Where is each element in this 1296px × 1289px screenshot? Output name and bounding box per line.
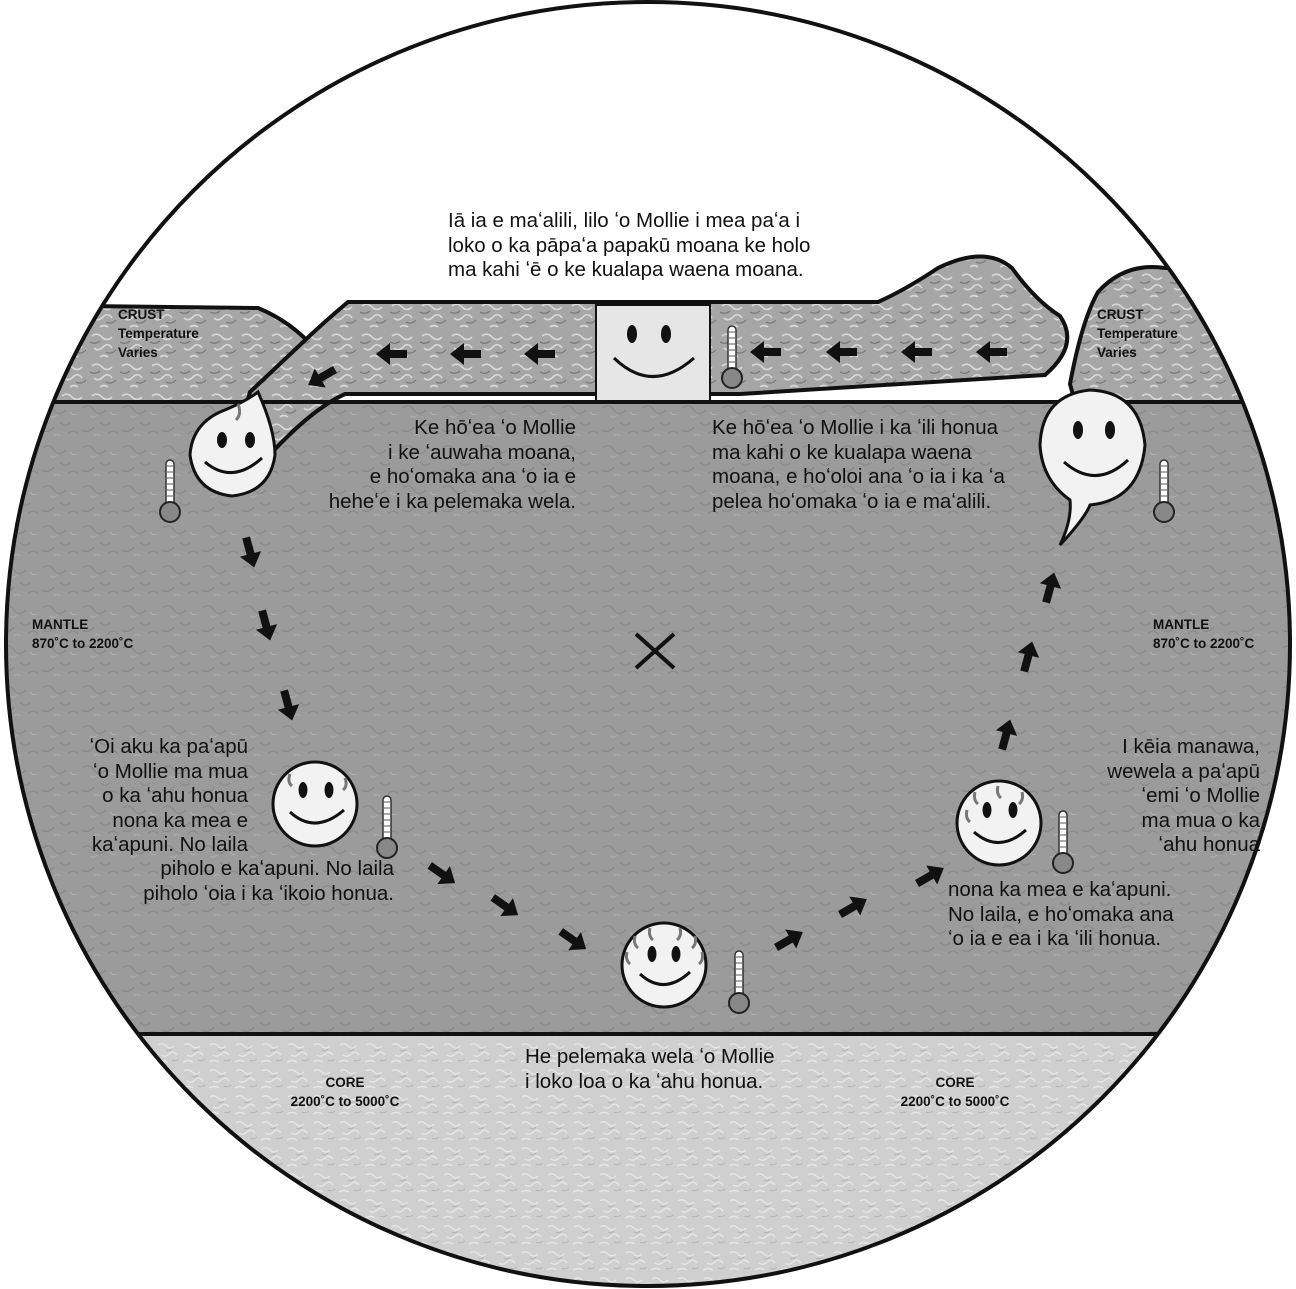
mantle-label-range: 870˚C to 2200˚C: [1153, 634, 1254, 653]
core-label-title: CORE: [880, 1073, 1030, 1092]
crust-label-right: CRUST Temperature Varies: [1097, 305, 1178, 362]
caption-line: Iā ia e maʻalili, lilo ʻo Mollie i mea p…: [448, 209, 810, 234]
caption-line: ma kahi o ke kualapa waena: [712, 441, 1005, 466]
caption-line: pelea hoʻomaka ʻo ia e maʻalili.: [712, 490, 1005, 515]
caption-line: ma mua o ka: [1060, 809, 1260, 834]
crust-label-line: Varies: [1097, 343, 1178, 362]
crust-label-title: CRUST: [118, 305, 199, 324]
crust-label-title: CRUST: [1097, 305, 1178, 324]
caption-right-continued: nona ka mea e kaʻapuni. No laila, e hoʻo…: [948, 878, 1174, 952]
mantle-label-title: MANTLE: [1153, 615, 1254, 634]
smiley-face-icon: [957, 781, 1041, 865]
mantle-label-right: MANTLE 870˚C to 2200˚C: [1153, 615, 1254, 653]
caption-upper-right: Ke hōʻea ʻo Mollie i ka ʻili honua ma ka…: [712, 416, 1005, 514]
crust-label-line: Temperature: [118, 324, 199, 343]
caption-line: i loko loa o ka ʻahu honua.: [525, 1070, 775, 1095]
caption-line: No laila, e hoʻomaka ana: [948, 903, 1174, 928]
caption-upper-left: Ke hōʻea ʻo Mollie i ke ʻauwaha moana, e…: [320, 416, 576, 514]
caption-line: nona ka mea e: [30, 809, 248, 834]
mantle-label-range: 870˚C to 2200˚C: [32, 634, 133, 653]
caption-line: He pelemaka wela ʻo Mollie: [525, 1045, 775, 1070]
caption-line: ʻo ia e ea i ka ʻili honua.: [948, 927, 1174, 952]
caption-line: loko o ka pāpaʻa papakū moana ke holo: [448, 234, 810, 259]
caption-line: o ka ʻahu honua: [30, 784, 248, 809]
caption-line: ma kahi ʻē o ke kualapa waena moana.: [448, 258, 810, 283]
caption-line: ʻOi aku ka paʻapū: [30, 735, 248, 760]
caption-line: kaʻapuni. No laila: [30, 833, 248, 858]
caption-line: piholo e kaʻapuni. No laila: [60, 857, 394, 882]
core-label-range: 2200˚C to 5000˚C: [270, 1092, 420, 1111]
caption-line: ʻemi ʻo Mollie: [1060, 784, 1260, 809]
core-label-right: CORE 2200˚C to 5000˚C: [880, 1073, 1030, 1111]
caption-bottom: He pelemaka wela ʻo Mollie i loko loa o …: [525, 1045, 775, 1094]
caption-line: Ke hōʻea ʻo Mollie i ka ʻili honua: [712, 416, 1005, 441]
smiley-face-icon: [596, 305, 710, 401]
smiley-face-icon: [622, 923, 706, 1007]
caption-line: heheʻe i ka pelemaka wela.: [320, 490, 576, 515]
crust-label-left: CRUST Temperature Varies: [118, 305, 199, 362]
caption-line: moana, e hoʻoloi ana ʻo ia i ka ʻa: [712, 465, 1005, 490]
caption-line: Ke hōʻea ʻo Mollie: [320, 416, 576, 441]
caption-top: Iā ia e maʻalili, lilo ʻo Mollie i mea p…: [448, 209, 810, 283]
caption-line: nona ka mea e kaʻapuni.: [948, 878, 1174, 903]
caption-left: ʻOi aku ka paʻapū ʻo Mollie ma mua o ka …: [30, 735, 248, 858]
crust-label-line: Varies: [118, 343, 199, 362]
mantle-label-left: MANTLE 870˚C to 2200˚C: [32, 615, 133, 653]
caption-line: i ke ʻauwaha moana,: [320, 441, 576, 466]
caption-line: piholo ʻoia i ka ʻikoio honua.: [60, 882, 394, 907]
core-label-title: CORE: [270, 1073, 420, 1092]
core-label-range: 2200˚C to 5000˚C: [880, 1092, 1030, 1111]
smiley-face-icon: [273, 762, 357, 846]
mantle-label-title: MANTLE: [32, 615, 133, 634]
caption-left-continued: piholo e kaʻapuni. No laila piholo ʻoia …: [60, 857, 394, 906]
crust-label-line: Temperature: [1097, 324, 1178, 343]
core-label-left: CORE 2200˚C to 5000˚C: [270, 1073, 420, 1111]
caption-line: ʻahu honua: [1060, 833, 1260, 858]
caption-line: I kēia manawa,: [1060, 735, 1260, 760]
caption-line: wewela a paʻapū: [1060, 760, 1260, 785]
caption-line: e hoʻomaka ana ʻo ia e: [320, 465, 576, 490]
caption-right: I kēia manawa, wewela a paʻapū ʻemi ʻo M…: [1060, 735, 1260, 858]
caption-line: ʻo Mollie ma mua: [30, 760, 248, 785]
